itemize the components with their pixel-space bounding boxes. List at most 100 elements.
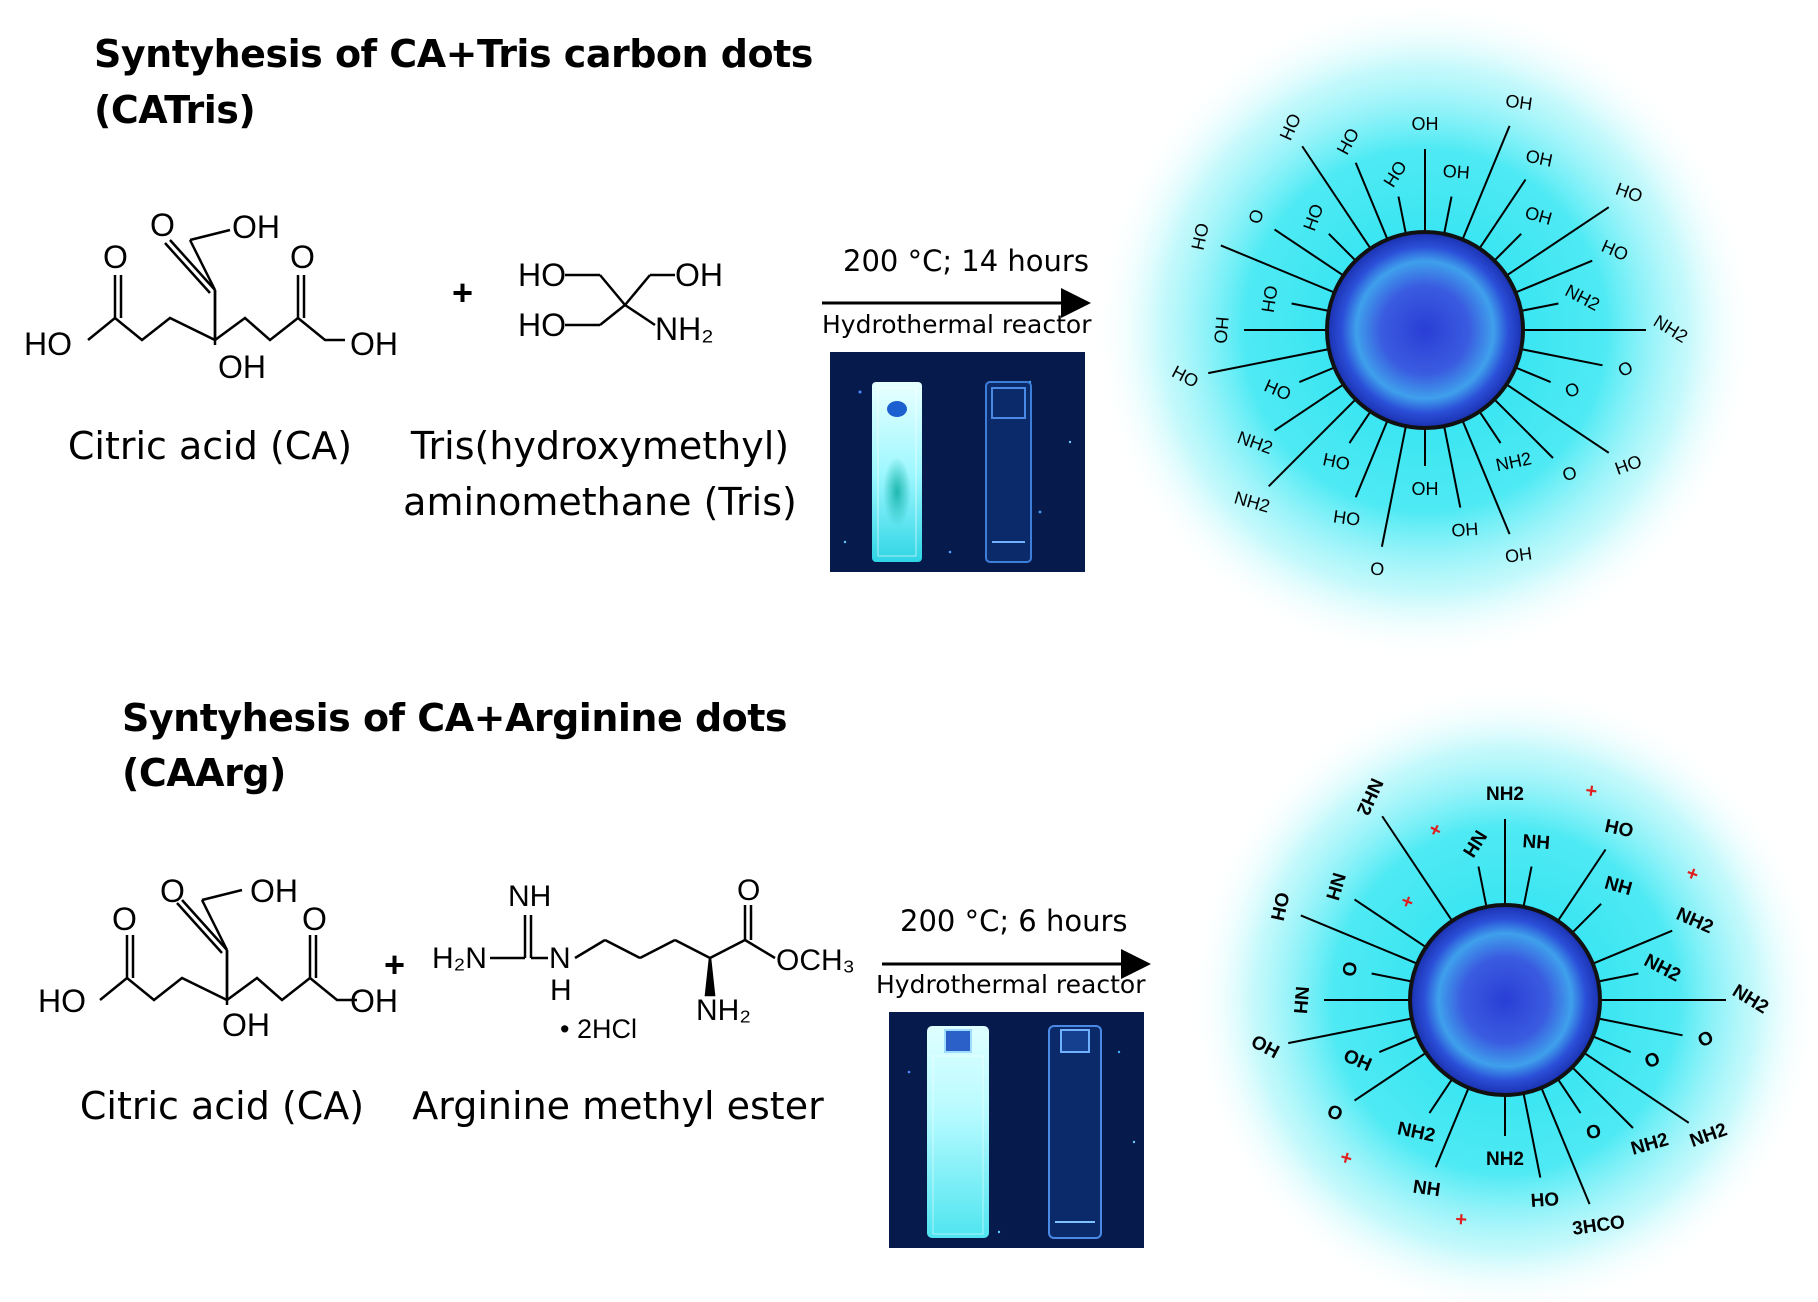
ca1-oh-right: OH <box>350 326 398 362</box>
arginine-labels: NH H₂N N H O OCH₃ NH₂ • 2HCl <box>432 874 855 1044</box>
section2-cuvette-photo <box>889 1012 1144 1248</box>
arg-nh: NH <box>508 880 551 913</box>
catris-dot-branch-line <box>1443 425 1462 508</box>
caarg-dot-branch-line <box>1288 1017 1413 1045</box>
section1-plus: + <box>452 272 474 313</box>
tris-ho2: HO <box>518 307 566 343</box>
caarg-dot-branch-line <box>1592 929 1673 965</box>
arg-h: H <box>550 974 572 1007</box>
ca2-oh-right: OH <box>350 983 398 1019</box>
catris-dot-branch-line <box>1328 233 1357 262</box>
caarg-dot-group-label: O <box>1584 1121 1603 1145</box>
caarg-dot-group-label: O <box>1337 960 1360 978</box>
catris-dot-branch-line <box>1443 196 1453 235</box>
caarg-dot-branch-line <box>1556 848 1607 922</box>
ca1-oh-center: OH <box>218 349 266 385</box>
section2-citric-acid-labels: O OH O O HO OH OH <box>38 873 398 1043</box>
catris-dot-group-label: OH <box>1412 114 1439 134</box>
catris-dot-branch-line <box>1493 398 1554 459</box>
section1-reagent2-name-line2: aminomethane (Tris) <box>403 480 797 524</box>
ca1-o-left: O <box>103 239 128 275</box>
ca2-oh-center: OH <box>222 1007 270 1043</box>
catris-dot-branch-line <box>1493 233 1522 262</box>
caarg-dot-branch-line <box>1428 1078 1454 1114</box>
caarg-dot-branch-line <box>1434 1087 1470 1168</box>
catris-dot-group-label: HO <box>1210 316 1232 344</box>
tris-nh2: NH₂ <box>655 311 714 347</box>
catris-dot-branch-line <box>1520 302 1559 312</box>
section1-reagent1-name: Citric acid (CA) <box>67 424 353 468</box>
catris-dot-group-label: OH <box>1442 161 1470 183</box>
caarg-dot-group-label: O <box>1324 1101 1345 1126</box>
caarg-dot-branch-line <box>1371 972 1413 983</box>
section1-citric-acid-labels: O OH O O HO OH OH <box>24 207 398 385</box>
catris-dot-branch-line <box>1478 410 1502 444</box>
caarg-dot-branch-line <box>1381 815 1454 922</box>
section1-condition: 200 °C; 14 hours <box>843 244 1089 278</box>
ca1-o-top: O <box>150 207 175 243</box>
section2-plus: + <box>384 944 406 985</box>
caarg-dot-group-label: NH2 <box>1486 784 1524 805</box>
caarg-dot-branch-line <box>1378 1035 1418 1053</box>
caarg-dot-group-label: HO <box>1530 1189 1560 1212</box>
caarg-dot-group-label: NH <box>1289 986 1312 1015</box>
caarg-dot-branch-line <box>1597 972 1639 983</box>
caarg-dot-branch-line <box>1477 866 1488 908</box>
arg-o: O <box>737 874 760 907</box>
section2-reagent2-name: Arginine methyl ester <box>412 1084 824 1128</box>
section2-title-line2: (CAArg) <box>122 751 286 795</box>
catris-dot-branch-line <box>1478 178 1527 250</box>
catris-dot-group-label: OH <box>1451 519 1479 541</box>
catris-dot-group-label: OH <box>1412 479 1439 499</box>
caarg-dot-branch-line <box>1522 1092 1542 1178</box>
catris-carbon-dot: OHOHOHOHOHHOHONH2NH2OOHOONH2OHOHOHOHOHON… <box>1095 0 1755 660</box>
section1-title-line2: (CATris) <box>94 88 256 132</box>
arg-och3: OCH₃ <box>776 944 855 977</box>
caarg-dot-branch-line <box>1597 1017 1683 1037</box>
ca1-ho-left: HO <box>24 326 72 362</box>
catris-dot-group-label: O <box>1244 207 1267 226</box>
catris-dot-branch-line <box>1520 348 1603 367</box>
catris-dot-group-label: HO <box>1332 506 1361 530</box>
section1-process: Hydrothermal reactor <box>822 310 1092 339</box>
tris-ho1: HO <box>518 257 566 293</box>
section2-reagent1-name: Citric acid (CA) <box>79 1084 365 1128</box>
catris-dot-branch-line <box>1380 425 1407 547</box>
caarg-dot-branch-line <box>1556 1078 1582 1114</box>
caarg-dot-charge-label: + <box>1455 1209 1468 1232</box>
section1-citric-acid-structure <box>87 228 345 345</box>
ca2-o-left: O <box>112 901 137 937</box>
section1-reagent2-name-line1: Tris(hydroxymethyl) <box>410 424 790 468</box>
catris-dot-branch-line <box>1291 302 1330 312</box>
catris-dot-branch-line <box>1298 366 1335 383</box>
caarg-dot-branch-line <box>1592 1035 1632 1053</box>
section1-cuvette-photo <box>830 352 1085 572</box>
caarg-dot-branch-line <box>1300 914 1418 965</box>
catris-dot-group-label: O <box>1370 559 1385 580</box>
section2-condition: 200 °C; 6 hours <box>900 904 1128 938</box>
catris-dot-branch-line <box>1301 145 1372 250</box>
section1-title-line1: Syntyhesis of CA+Tris carbon dots <box>94 32 813 76</box>
caarg-dot-branch-line <box>1353 1051 1427 1102</box>
catris-dot-branch-line <box>1273 228 1345 277</box>
ca2-o-right: O <box>302 901 327 937</box>
catris-dot-group-label: O <box>1560 462 1579 485</box>
caarg-carbon-dot: NH2NH+HONH+NH2NH2NH2OONH2NH2O3HCOHONH2+N… <box>1190 685 1818 1302</box>
caarg-dot-branch-line <box>1571 903 1602 934</box>
catris-dot-group-label: OH <box>1504 91 1533 115</box>
tris-labels: HO OH HO NH₂ <box>518 257 723 347</box>
catris-dot-branch-line <box>1268 398 1357 487</box>
section2-title-line1: Syntyhesis of CA+Arginine dots <box>122 696 788 740</box>
catris-dot-branch-line <box>1354 420 1389 498</box>
caarg-dot-branch-line <box>1540 1087 1591 1205</box>
catris-dot-branch-line <box>1461 420 1511 535</box>
ca1-o-right: O <box>290 239 315 275</box>
caarg-dot-group-label: NH <box>1412 1177 1442 1202</box>
ca1-oh-top: OH <box>232 209 280 245</box>
catris-dot-branch-line <box>1515 259 1593 294</box>
ca2-o-top: O <box>160 873 185 909</box>
catris-dot-branch-line <box>1354 162 1389 240</box>
caarg-dot-charge-label: + <box>1584 780 1599 803</box>
catris-dot-group-label: OH <box>1504 543 1533 567</box>
catris-dot-branch-line <box>1208 348 1330 375</box>
